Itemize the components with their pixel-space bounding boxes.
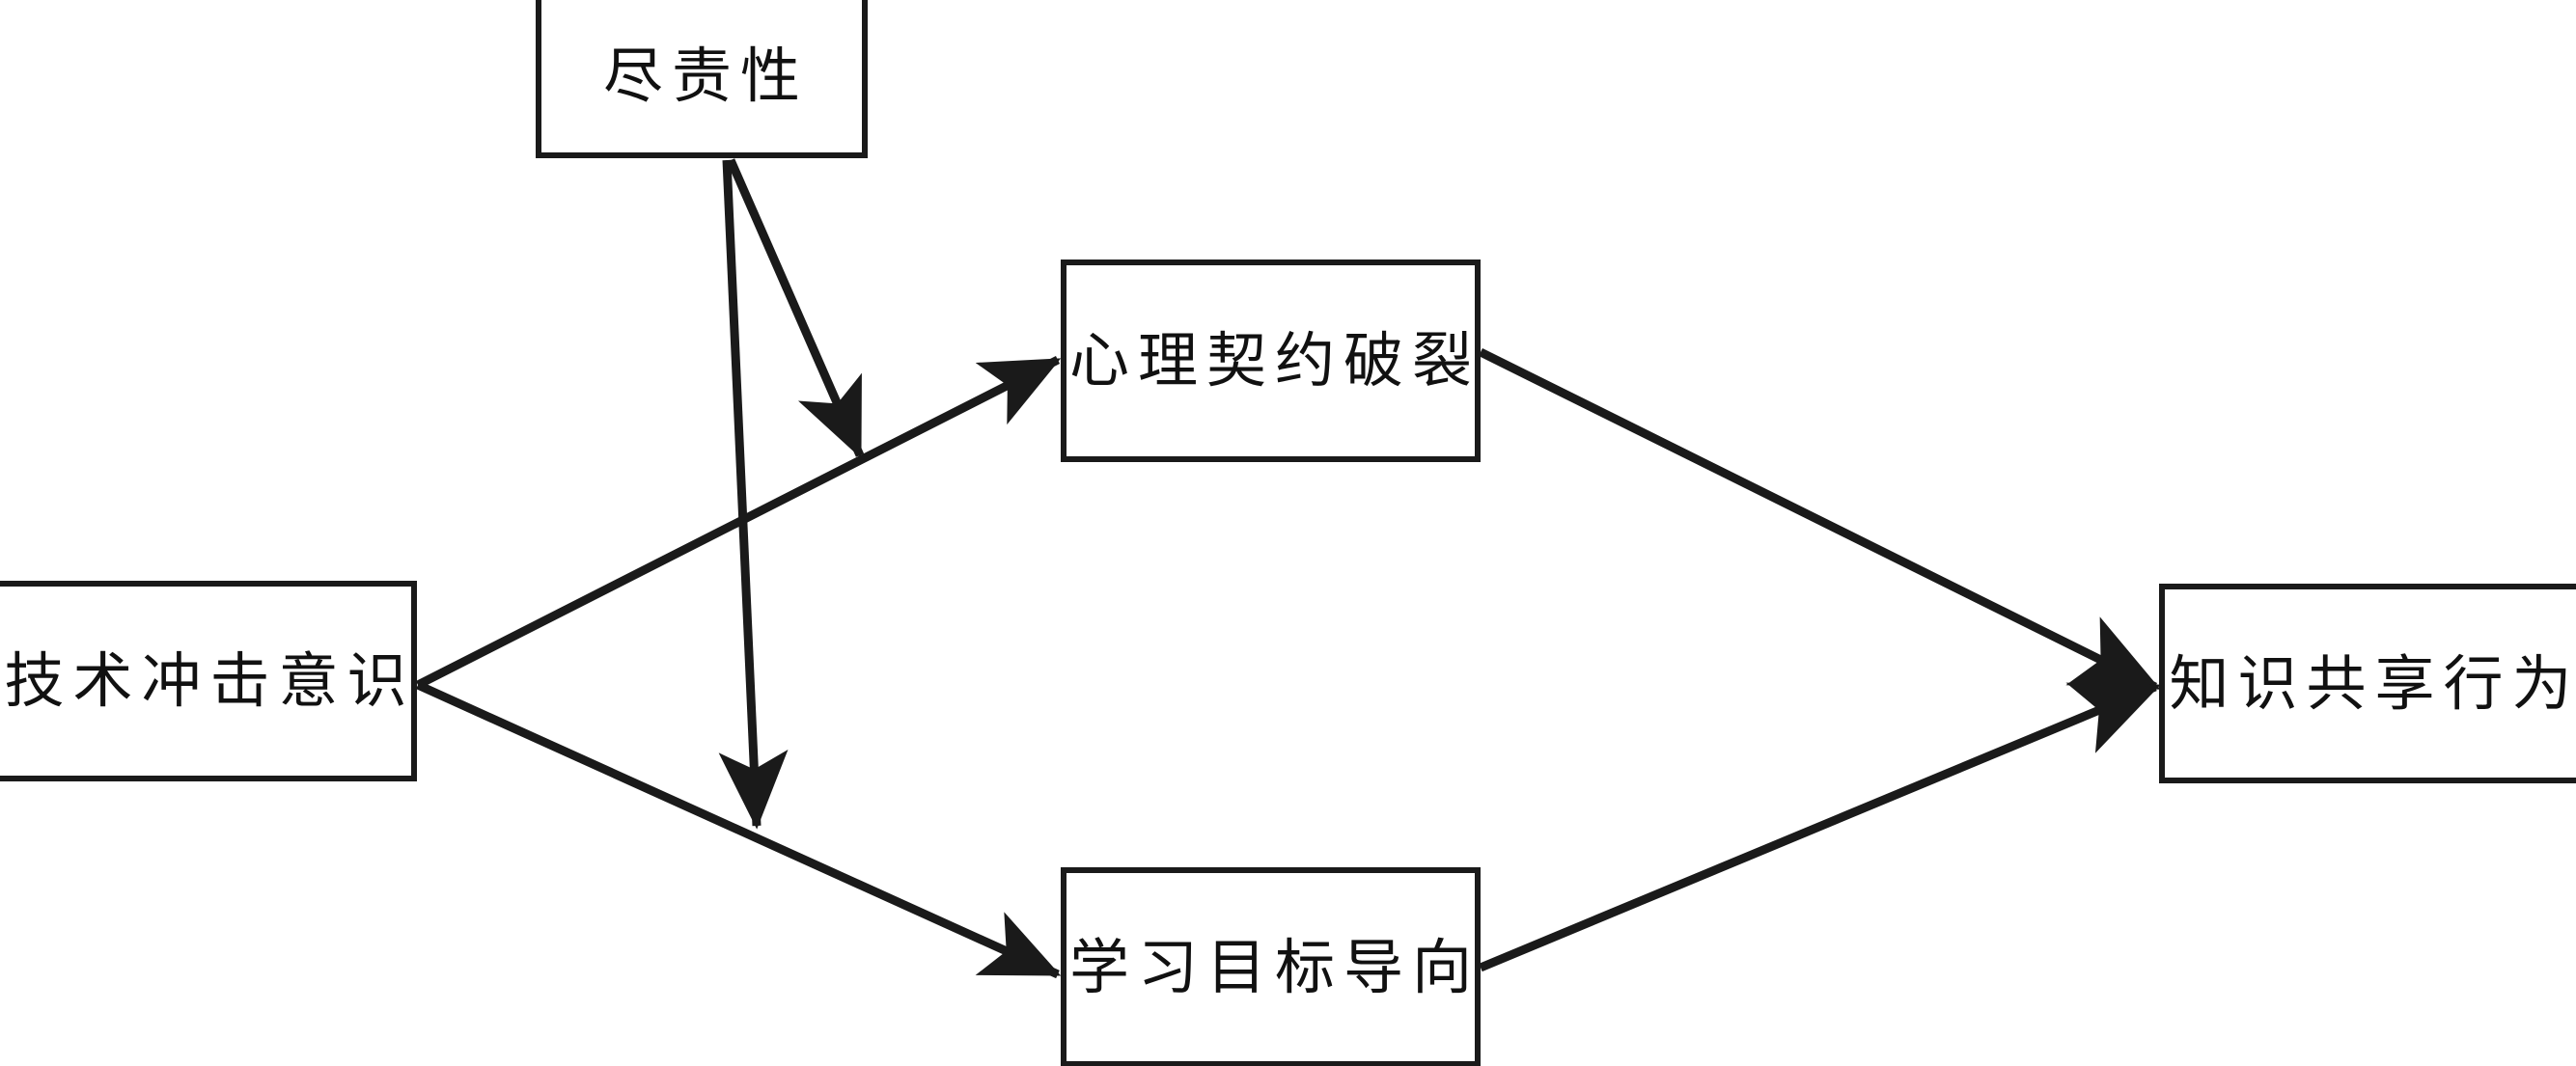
node-contract-breach[interactable]: 心理契约破裂 (1061, 260, 1481, 462)
node-goal-orientation[interactable]: 学习目标导向 (1061, 867, 1481, 1066)
edge-goal-to-sharing (1479, 682, 2161, 972)
edge-breach-to-sharing (1478, 347, 2161, 692)
edge-tech-to-breach (415, 355, 1062, 690)
node-knowledge-sharing[interactable]: 知识共享行为 (2159, 584, 2576, 783)
node-knowledge-sharing-label: 知识共享行为 (2169, 647, 2576, 719)
node-goal-orientation-label: 学习目标导向 (1069, 931, 1482, 1002)
node-tech-awareness-label: 技术冲击意识 (4, 645, 416, 716)
node-conscientiousness-label: 尽责性 (602, 41, 809, 111)
node-tech-awareness[interactable]: 技术冲击意识 (0, 581, 417, 781)
node-conscientiousness[interactable]: 尽责性 (536, 0, 868, 158)
node-contract-breach-label: 心理契约破裂 (1069, 325, 1482, 396)
edge-tech-to-goal (416, 680, 1062, 979)
edge-conscientiousness-moderates-breach-path (726, 158, 865, 459)
edge-conscientiousness-moderates-goal-path (718, 159, 789, 830)
